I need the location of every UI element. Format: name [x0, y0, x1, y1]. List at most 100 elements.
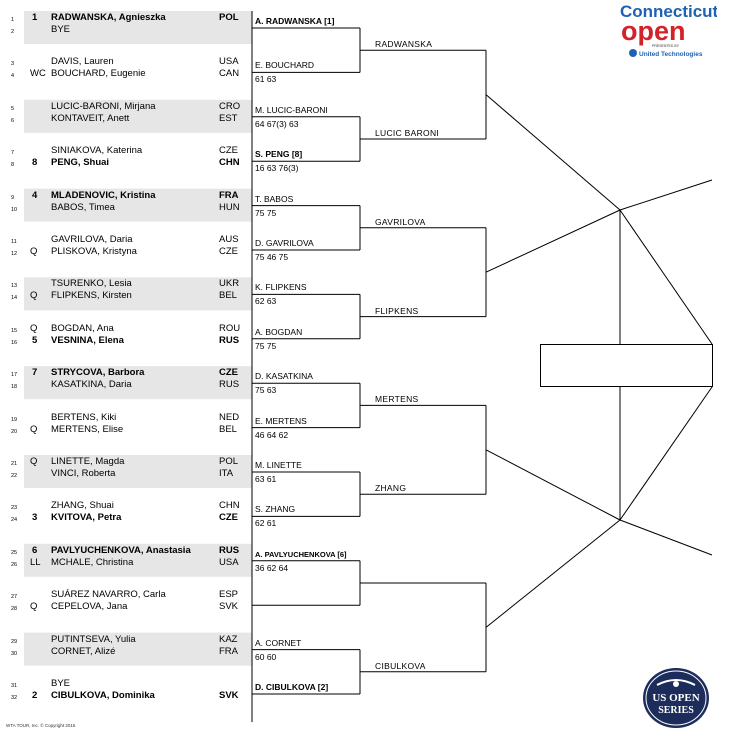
- player-name: KVITOVA, Petra: [51, 512, 122, 524]
- draw-position: 24: [11, 517, 18, 524]
- player-country: CRO: [219, 100, 241, 112]
- player-name: MCHALE, Christina: [51, 556, 134, 568]
- final-lower-b: [619, 519, 713, 556]
- player-country: ESP: [219, 589, 239, 601]
- logo-series-text: SERIES: [658, 705, 694, 716]
- seed-number: 7: [32, 367, 38, 379]
- sf-upper-b: [485, 209, 621, 273]
- player-country: USA: [219, 56, 239, 68]
- draw-position: 13: [11, 283, 18, 290]
- player-country: EST: [219, 112, 238, 124]
- round1-winner: K. FLIPKENS: [255, 282, 307, 293]
- player-name: TSURENKO, Lesia: [51, 278, 132, 290]
- player-country: CAN: [219, 68, 240, 80]
- sponsor-icon: [629, 49, 637, 57]
- entry-type: Q: [30, 322, 38, 334]
- seed-number: 8: [32, 157, 38, 169]
- round1-winner: E. MERTENS: [255, 415, 307, 426]
- draw-position: 1: [11, 17, 15, 23]
- round1-winner: A. PAVLYUCHENKOVA [6]: [255, 549, 347, 559]
- round1-winner: D. GAVRILOVA: [255, 238, 314, 248]
- player-name: BABOS, Timea: [51, 201, 115, 213]
- final-lower-a: [619, 386, 713, 521]
- entry-type: LL: [30, 556, 41, 568]
- seed-number: 6: [32, 544, 38, 556]
- player-name: CEPELOVA, Jana: [51, 601, 128, 613]
- draw-position: 17: [11, 372, 18, 379]
- entry-type: Q: [30, 456, 38, 467]
- draw-position: 31: [11, 683, 18, 689]
- connecticut-open-logo: Connecticut open PRESENTED BY United Tec…: [620, 2, 717, 58]
- round1-winner: D. KASATKINA: [255, 371, 313, 382]
- logo-usopen-text: US OPEN: [652, 692, 699, 704]
- sf-lower-b: [485, 519, 621, 628]
- player-country: BEL: [219, 423, 237, 435]
- draw-position: 28: [11, 606, 18, 613]
- round1-score: 61 63: [255, 74, 277, 85]
- draw-position: 4: [11, 73, 15, 80]
- player-name: LUCIC-BARONI, Mirjana: [51, 100, 156, 112]
- round1-winner: M. LUCIC-BARONI: [255, 104, 328, 115]
- round1-winner: D. CIBULKOVA [2]: [255, 682, 329, 692]
- round1-winner: S. PENG [8]: [255, 149, 303, 160]
- player-name: BERTENS, Kiki: [51, 411, 117, 423]
- player-name: RADWANSKA, Agnieszka: [51, 12, 166, 23]
- draw-position: 16: [11, 339, 18, 346]
- draw-position: 32: [11, 695, 18, 701]
- player-name: MERTENS, Elise: [51, 423, 124, 435]
- draw-position: 27: [11, 594, 18, 601]
- round2-winner: LUCIC BARONI: [375, 128, 440, 138]
- entry-type: Q: [30, 423, 38, 435]
- pair-shade: [24, 366, 252, 400]
- player-country: KAZ: [219, 633, 238, 645]
- player-country: FRA: [219, 645, 238, 657]
- pair-shade: [24, 99, 252, 133]
- round1-winner: A. RADWANSKA [1]: [255, 16, 335, 26]
- player-name: GAVRILOVA, Daria: [51, 234, 133, 245]
- player-name: MLADENOVIC, Kristina: [51, 189, 156, 201]
- player-name: SINIAKOVA, Katerina: [51, 145, 143, 157]
- round1-winner: E. BOUCHARD: [255, 60, 315, 71]
- pair-shade: [24, 11, 252, 44]
- round1-score: 75 75: [255, 207, 277, 218]
- logo-open-text: open: [621, 16, 686, 46]
- player-country: RUS: [219, 334, 240, 346]
- round1-score: 60 60: [255, 651, 277, 662]
- player-name: BOGDAN, Ana: [51, 322, 114, 334]
- champion-box: [540, 344, 713, 387]
- seed-number: 2: [32, 690, 38, 701]
- player-country: SVK: [219, 690, 239, 701]
- us-open-series-logo: US OPEN SERIES: [643, 668, 709, 728]
- player-name: SUÁREZ NAVARRO, Carla: [51, 589, 166, 601]
- copyright-footer: WTA TOUR, Inc. © Copyright 2016: [6, 723, 76, 728]
- player-country: CHN: [219, 500, 240, 512]
- draw-position: 29: [11, 638, 18, 645]
- round1-score: 75 46 75: [255, 252, 289, 262]
- round1-score: 63 61: [255, 474, 277, 484]
- round1-score: 62 63: [255, 296, 277, 307]
- draw-position: 10: [11, 206, 18, 213]
- player-name: FLIPKENS, Kirsten: [51, 290, 132, 302]
- player-country: UKR: [219, 278, 240, 290]
- logo-connecticut-text: Connecticut: [620, 2, 717, 21]
- round2-winner: MERTENS: [375, 394, 419, 405]
- round1-winner: M. LINETTE: [255, 460, 302, 470]
- draw-position: 7: [11, 150, 15, 157]
- player-name: BYE: [51, 24, 71, 35]
- pair-shade: [24, 455, 252, 488]
- player-country: CZE: [219, 367, 238, 379]
- player-name: CORNET, Alizé: [51, 645, 116, 657]
- player-country: CZE: [219, 246, 238, 257]
- logo-presented-by: PRESENTED BY: [652, 44, 680, 48]
- sf-lower-a: [485, 449, 621, 521]
- round2-winner: RADWANSKA: [375, 39, 433, 50]
- player-country: POL: [219, 456, 239, 467]
- round1-score: 64 67(3) 63: [255, 118, 299, 129]
- player-name: VESNINA, Elena: [51, 334, 124, 346]
- player-country: BEL: [219, 290, 237, 302]
- round1-winner: S. ZHANG: [255, 504, 296, 515]
- player-country: RUS: [219, 544, 240, 556]
- draw-position: 8: [11, 162, 15, 169]
- player-name: BYE: [51, 678, 71, 689]
